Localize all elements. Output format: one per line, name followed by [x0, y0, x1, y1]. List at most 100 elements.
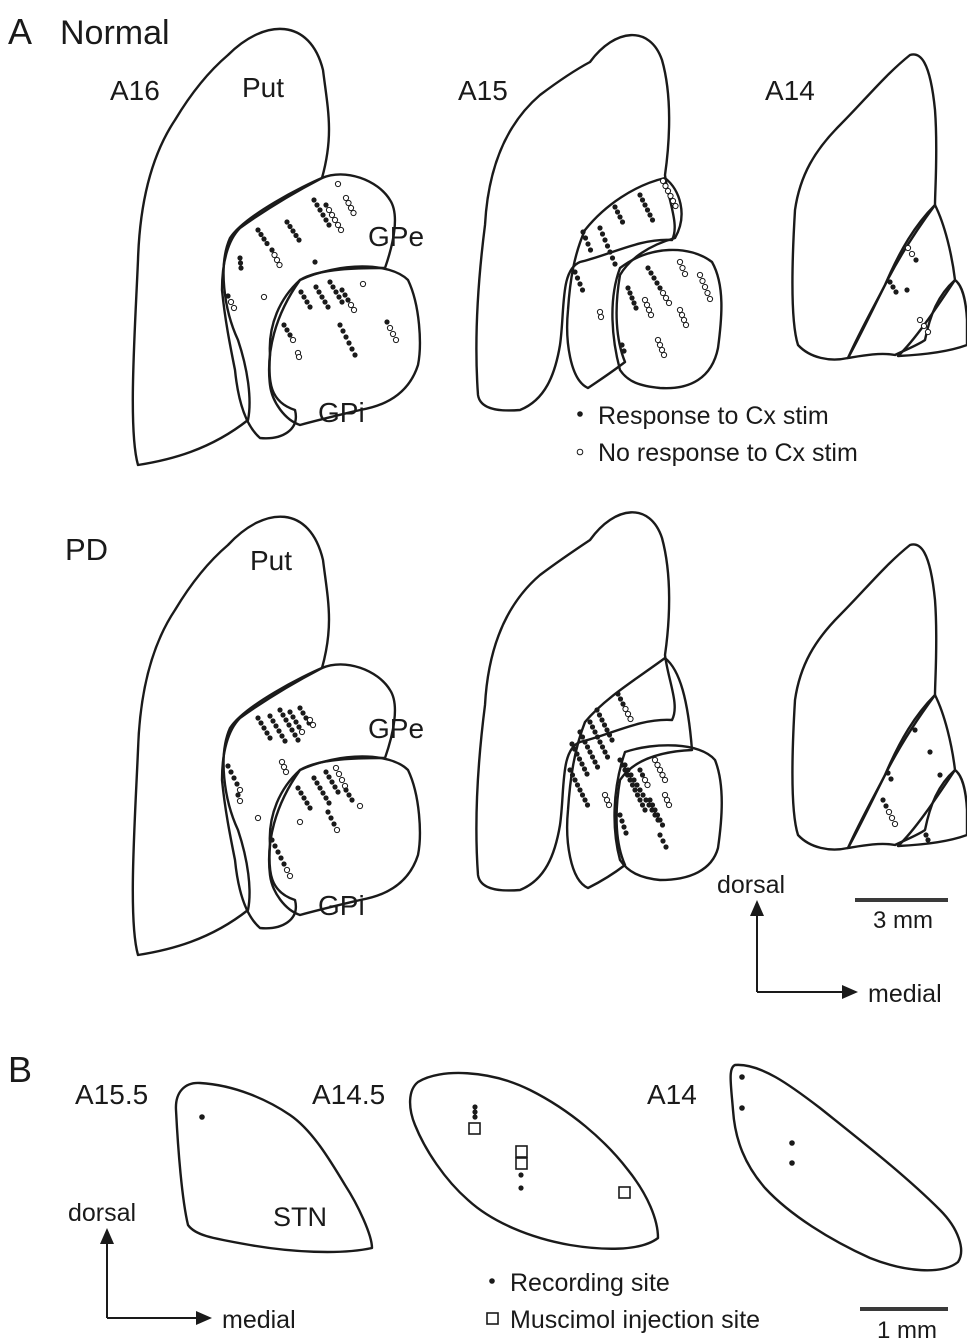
recording-site: [199, 1114, 205, 1120]
no-response-site: [623, 706, 628, 711]
response-site: [580, 792, 585, 797]
no-response-site: [332, 217, 337, 222]
no-response-site: [652, 757, 657, 762]
response-site: [270, 718, 275, 723]
response-site: [575, 782, 580, 787]
response-site: [620, 701, 625, 706]
response-site: [301, 294, 306, 299]
gpe-outline: [848, 205, 955, 358]
response-site: [339, 287, 344, 292]
response-site: [647, 212, 652, 217]
response-site: [300, 710, 305, 715]
no-response-site: [700, 278, 705, 283]
response-site: [660, 822, 665, 827]
response-site: [339, 299, 344, 304]
no-response-site: [606, 802, 611, 807]
no-response-site: [892, 821, 897, 826]
no-response-site: [645, 782, 650, 787]
no-response-site: [602, 792, 607, 797]
panel-a-letter: A: [8, 11, 32, 52]
no-response-site: [705, 290, 710, 295]
response-site: [264, 730, 269, 735]
response-site: [600, 231, 605, 236]
no-response-site: [272, 252, 277, 257]
no-response-site: [261, 294, 266, 299]
response-site: [647, 797, 652, 802]
response-site: [349, 797, 354, 802]
response-site: [326, 800, 331, 805]
dorsal-label: dorsal: [68, 1199, 136, 1227]
no-response-legend-marker: [577, 449, 583, 455]
no-response-site: [390, 331, 395, 336]
response-site: [642, 807, 647, 812]
response-site: [567, 767, 572, 772]
no-response-site: [665, 188, 670, 193]
no-response-site: [668, 193, 673, 198]
response-site: [913, 257, 918, 262]
response-site: [655, 812, 660, 817]
recording-tracks: [887, 245, 930, 334]
putamen-label: Put: [242, 72, 284, 103]
recording-tracks: [225, 181, 398, 359]
stn-label: STN: [273, 1202, 327, 1232]
stn-section-label-a14: A14: [647, 1079, 697, 1110]
no-response-site: [666, 802, 671, 807]
dorsal-arrowhead: [750, 900, 764, 916]
response-site: [238, 260, 243, 265]
no-response-site: [339, 777, 344, 782]
response-site: [584, 771, 589, 776]
response-site: [597, 712, 602, 717]
response-site: [352, 352, 357, 357]
gpi-outline: [612, 250, 721, 388]
response-site: [575, 275, 580, 280]
muscimol-injection-site: [516, 1158, 527, 1169]
gpi-outline: [615, 745, 722, 880]
response-site: [335, 789, 340, 794]
response-site: [336, 294, 341, 299]
no-response-site: [334, 827, 339, 832]
response-site: [255, 715, 260, 720]
response-site: [592, 729, 597, 734]
no-response-site: [664, 797, 669, 802]
response-site: [340, 328, 345, 333]
response-site: [284, 327, 289, 332]
response-site: [657, 832, 662, 837]
response-site: [342, 292, 347, 297]
response-site: [323, 202, 328, 207]
panel-a-scale-bar: 3 mm: [855, 900, 948, 934]
response-site: [330, 284, 335, 289]
response-site: [311, 775, 316, 780]
no-response-site: [335, 181, 340, 186]
putamen-outline: [792, 544, 936, 849]
muscimol-injection-site: [469, 1123, 480, 1134]
response-site: [322, 299, 327, 304]
response-site: [235, 792, 240, 797]
no-response-site: [909, 251, 914, 256]
condition-pd-label: PD: [65, 532, 108, 567]
panel-a-orientation: dorsal medial: [717, 871, 942, 1008]
condition-normal-label: Normal: [60, 14, 170, 52]
medial-label: medial: [222, 1306, 296, 1334]
no-response-site: [663, 183, 668, 188]
section-label-a14: A14: [765, 75, 815, 106]
response-site: [264, 241, 269, 246]
recording-site: [739, 1105, 745, 1111]
section-label-a16: A16: [110, 75, 160, 106]
response-site: [275, 849, 280, 854]
response-site: [317, 785, 322, 790]
recording-legend-marker: [489, 1278, 495, 1284]
no-response-site: [336, 771, 341, 776]
response-site: [317, 207, 322, 212]
recording-site: [472, 1114, 477, 1119]
no-response-legend-label: No response to Cx stim: [598, 439, 858, 467]
response-site: [331, 821, 336, 826]
no-response-site: [287, 873, 292, 878]
response-site: [276, 728, 281, 733]
response-site: [625, 285, 630, 290]
no-response-site: [702, 284, 707, 289]
response-site: [927, 749, 932, 754]
response-site: [623, 830, 628, 835]
response-site: [588, 247, 593, 252]
response-site: [600, 744, 605, 749]
no-response-site: [661, 352, 666, 357]
